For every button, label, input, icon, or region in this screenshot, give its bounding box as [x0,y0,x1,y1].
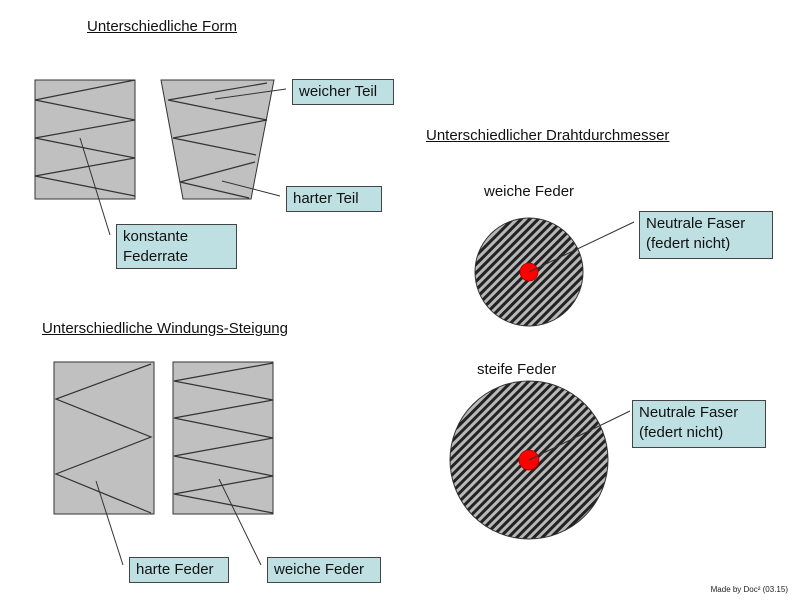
neutral-fiber-line2: (federt nicht) [646,235,731,252]
heading-wire: Unterschiedlicher Drahtdurchmesser [426,127,670,144]
callout-neutral-fiber-stiff: Neutrale Faser (federt nicht) [632,400,766,448]
neutral-fiber-line2: (federt nicht) [639,424,724,441]
credit-text: Made by Doc² (03.15) [710,585,788,594]
callout-soft-part: weicher Teil [292,79,394,105]
soft-spring [172,361,274,515]
title-stiff-spring: steife Feder [477,361,557,378]
leader-hard-part [221,180,281,197]
callout-hard-part: harter Teil [286,186,382,212]
leader-soft-spring [218,478,262,566]
callout-hard-spring: harte Feder [129,557,229,583]
hard-spring [53,361,155,515]
heading-pitch: Unterschiedliche Windungs-Steigung [42,320,288,337]
callout-constant-rate: konstante Federrate [116,224,237,269]
callout-soft-spring: weiche Feder [267,557,381,583]
cylindrical-spring [34,79,136,200]
leader-constant [79,137,111,236]
leader-soft-part [214,88,287,100]
neutral-fiber-line1: Neutrale Faser [646,215,746,232]
conical-spring [160,79,275,200]
neutral-fiber-line1: Neutrale Faser [639,404,739,421]
leader-hard-spring [95,480,124,566]
callout-constant-line1: konstante [123,228,189,245]
heading-form: Unterschiedliche Form [87,18,238,35]
callout-neutral-fiber-soft: Neutrale Faser (federt nicht) [639,211,773,259]
callout-constant-line2: Federrate [123,248,189,265]
stiff-wire-cross-section [449,380,631,540]
title-soft-spring: weiche Feder [484,183,575,200]
soft-wire-cross-section [474,217,635,327]
